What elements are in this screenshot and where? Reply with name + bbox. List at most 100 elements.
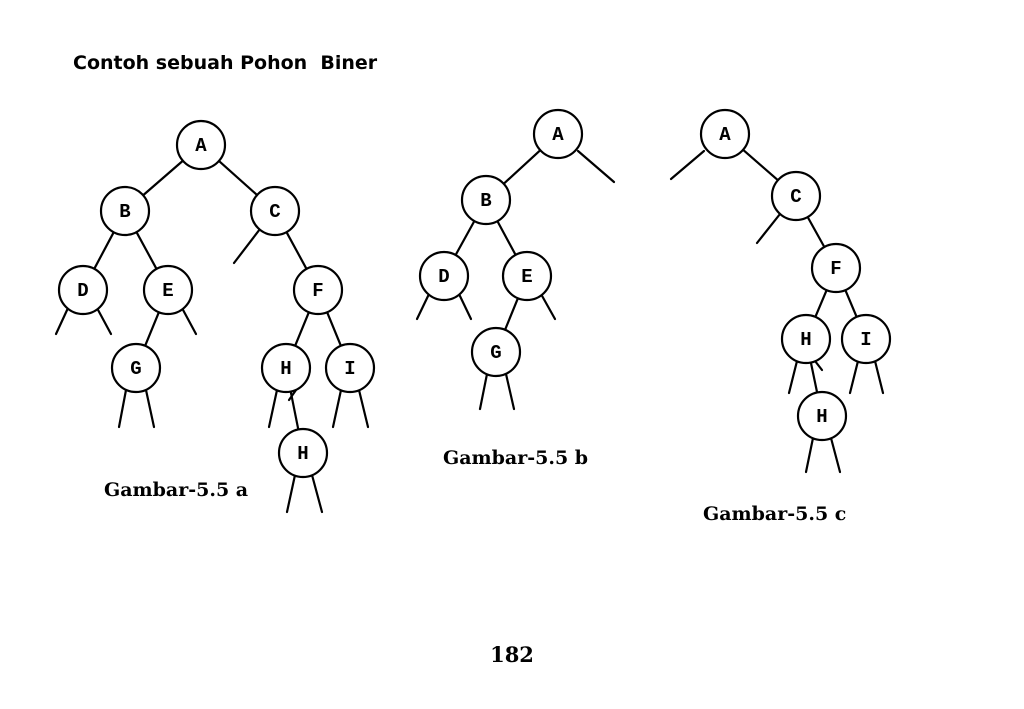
tree-a-node: I — [324, 342, 376, 394]
empty-branch-stub — [848, 359, 860, 395]
tree-edges — [93, 148, 858, 431]
tree-a-node: A — [175, 119, 227, 171]
node-circle — [99, 185, 151, 237]
node-label: G — [490, 342, 501, 364]
tree-c-edge — [806, 215, 826, 249]
empty-branch-stub — [504, 372, 516, 411]
tree-c-node: A — [699, 108, 751, 160]
empty-branch-stub — [144, 388, 156, 429]
tree-a-node: B — [99, 185, 151, 237]
node-circle — [810, 242, 862, 294]
node-circle — [110, 342, 162, 394]
empty-branch-stub — [478, 372, 489, 411]
empty-branch-stub — [804, 436, 815, 474]
empty-branch-stub — [357, 388, 370, 429]
tree-a-edge — [217, 159, 259, 197]
tree-c-edge — [741, 148, 780, 182]
node-label: A — [195, 135, 207, 157]
node-circle — [699, 108, 751, 160]
empty-branch-stub — [232, 227, 262, 265]
empty-branch-stub — [415, 292, 431, 321]
caption-figure-b: Gambar-5.5 b — [443, 447, 589, 469]
tree-b-node: D — [418, 250, 470, 302]
node-label: C — [790, 186, 801, 208]
tree-a-node: H — [260, 342, 312, 394]
empty-branch-stub — [829, 436, 842, 474]
tree-a-node: D — [57, 264, 109, 316]
page-number: 182 — [490, 642, 534, 667]
tree-a-edge — [93, 231, 115, 270]
node-label: D — [438, 266, 449, 288]
empty-branch-stub — [755, 212, 782, 245]
empty-branch-stub — [54, 306, 70, 336]
empty-branch-stub — [287, 388, 298, 402]
node-label: I — [860, 329, 871, 351]
node-circle — [57, 264, 109, 316]
node-label: B — [480, 190, 491, 212]
node-label: H — [297, 443, 308, 465]
empty-branch-stub — [310, 473, 324, 514]
tree-a-edge — [135, 230, 158, 271]
empty-branch-stub — [787, 359, 799, 395]
node-circle — [292, 264, 344, 316]
tree-c-node: H — [796, 390, 848, 442]
node-label: F — [312, 280, 323, 302]
caption-figure-c: Gambar-5.5 c — [703, 503, 847, 525]
node-label: C — [269, 201, 280, 223]
node-label: E — [162, 280, 173, 302]
tree-a-node: E — [142, 264, 194, 316]
empty-branch-stub — [873, 359, 885, 395]
empty-branch-stub — [539, 292, 557, 321]
caption-figure-a: Gambar-5.5 a — [104, 479, 249, 501]
tree-b-node: E — [501, 250, 553, 302]
node-label: F — [830, 258, 841, 280]
node-label: A — [719, 124, 731, 146]
tree-a-node: G — [110, 342, 162, 394]
node-circle — [460, 174, 512, 226]
empty-branch-stub — [813, 359, 824, 372]
tree-a-node: H — [277, 427, 329, 479]
tree-b-edge — [496, 220, 517, 256]
tree-b-edge — [454, 219, 476, 257]
node-circle — [770, 170, 822, 222]
node-label: H — [280, 358, 291, 380]
node-label: D — [77, 280, 88, 302]
empty-branch-stub — [457, 292, 473, 321]
tree-a-node: C — [249, 185, 301, 237]
node-circle — [324, 342, 376, 394]
tree-b-edge — [502, 149, 542, 185]
tree-b-node: A — [532, 108, 584, 160]
tree-a-edge — [144, 311, 160, 347]
page-heading: Contoh sebuah Pohon Biner — [73, 52, 378, 74]
tree-a-node: F — [292, 264, 344, 316]
node-label: G — [130, 358, 141, 380]
node-label: H — [816, 406, 827, 428]
tree-a-edge — [142, 159, 184, 197]
node-circle — [175, 119, 227, 171]
node-circle — [277, 427, 329, 479]
node-circle — [470, 326, 522, 378]
tree-c-edge — [809, 361, 819, 394]
node-circle — [418, 250, 470, 302]
empty-branch-stub — [117, 388, 128, 429]
node-circle — [260, 342, 312, 394]
tree-a-edge — [294, 311, 310, 347]
tree-b-node: B — [460, 174, 512, 226]
node-label: E — [521, 266, 532, 288]
node-label: B — [119, 201, 130, 223]
node-circle — [532, 108, 584, 160]
node-circle — [796, 390, 848, 442]
empty-branch-stub — [267, 388, 279, 429]
empty-branch-stub — [180, 306, 198, 336]
empty-branch-stub — [669, 149, 706, 181]
node-circle — [249, 185, 301, 237]
node-circle — [840, 313, 892, 365]
tree-c-node: F — [810, 242, 862, 294]
tree-b-edge — [503, 297, 520, 331]
empty-branch-stub — [285, 473, 297, 514]
node-circle — [142, 264, 194, 316]
tree-a-edge — [289, 390, 300, 431]
node-label: A — [552, 124, 564, 146]
